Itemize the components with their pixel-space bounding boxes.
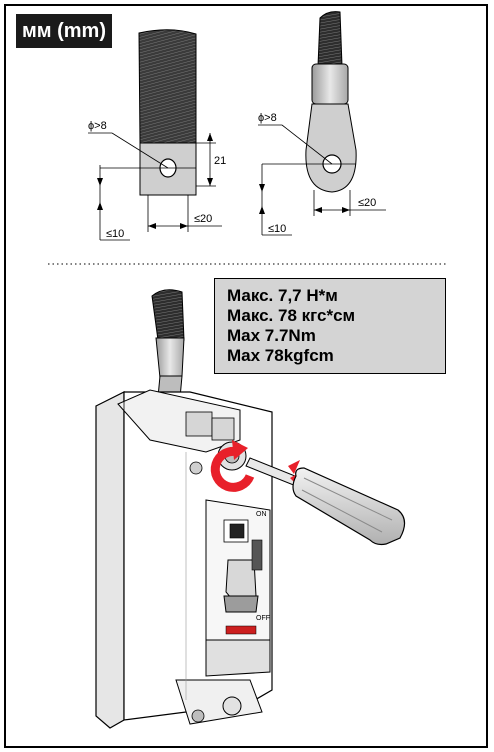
bar-hole-label: ϕ>8 [88,120,107,132]
torque-spec-box: Макс. 7,7 Н*м Макс. 78 кгс*см Max 7.7Nm … [214,278,446,374]
lug-width-label: ≤20 [358,197,376,209]
torque-line-4: Max 78kgfcm [227,346,334,365]
bar-edge-label: ≤10 [106,228,124,240]
rating-label [225,625,257,635]
unit-badge: мм (mm) [16,14,112,48]
terminal-lug-figure: ϕ>8 ≤10 ≤20 [258,11,386,236]
lug-hole-label: ϕ>8 [258,112,277,124]
rotation-arrow-icon [210,440,255,492]
torque-line-2: Макс. 78 кгс*см [227,306,356,325]
off-label: OFF [256,615,270,622]
bar-width-label: ≤20 [194,213,212,225]
torque-line-3: Max 7.7Nm [227,326,316,345]
breaker-figure: ON OFF [95,289,273,729]
lug-edge-label: ≤10 [268,223,286,235]
screwdriver-icon [245,457,406,546]
torque-line-1: Макс. 7,7 Н*м [227,286,338,305]
terminal-bar-figure: ϕ>8 21 ≤10 ≤20 [88,29,226,241]
bar-height-label: 21 [214,155,226,167]
on-label: ON [256,511,267,518]
